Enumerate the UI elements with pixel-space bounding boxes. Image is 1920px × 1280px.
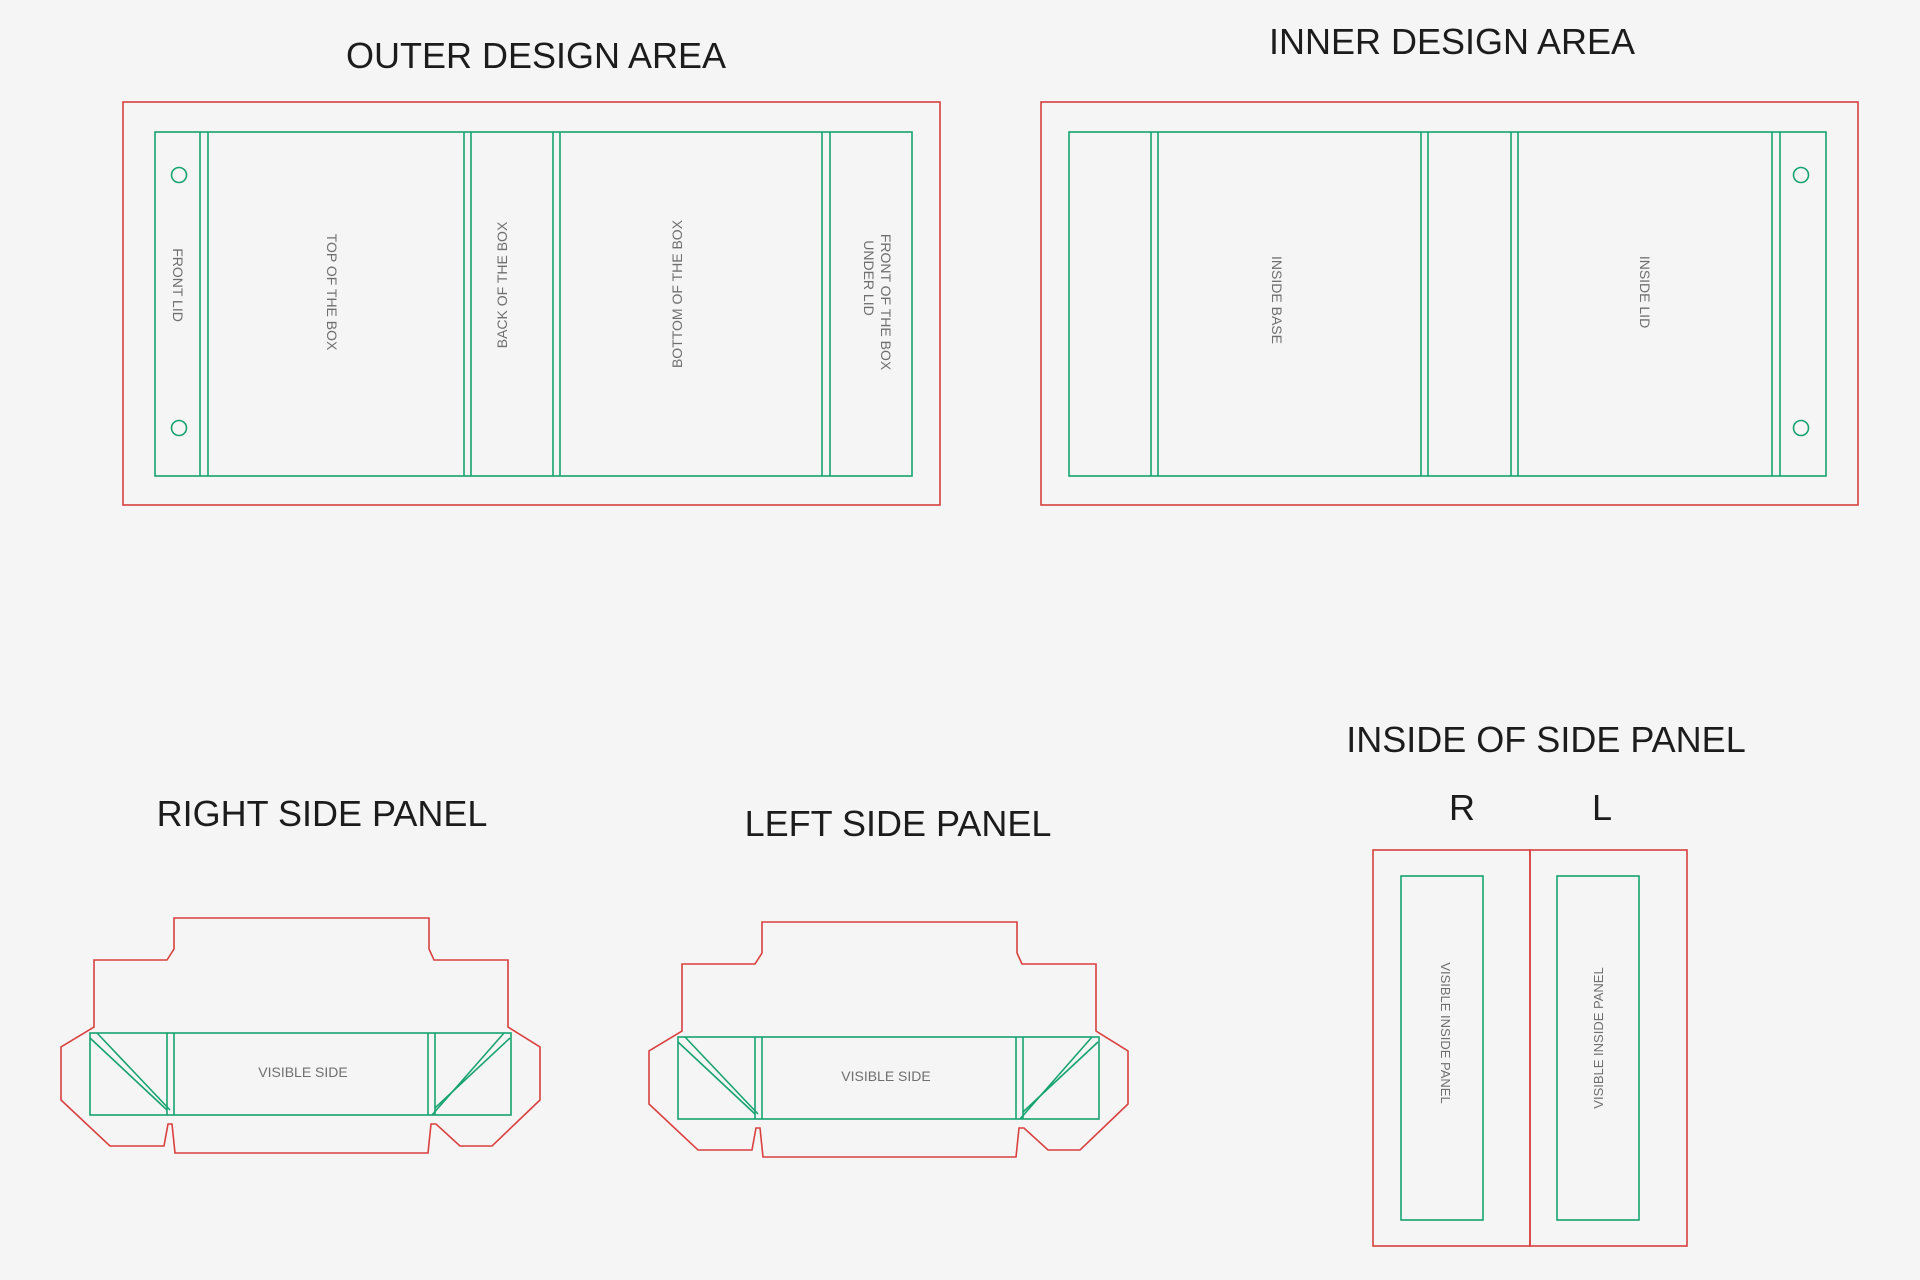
inside-l-cut-boundary [1529,849,1688,1247]
right-side-panel-title: RIGHT SIDE PANEL [156,793,488,834]
inner-design-area: INSIDE BASE INSIDE LID [1040,101,1859,506]
inner-design-area-title: INNER DESIGN AREA [1268,21,1636,62]
inside-l-fold-rect [1556,875,1640,1221]
front-lid-label: FRONT LID [170,248,186,322]
right-visible-side-label: VISIBLE SIDE [258,1064,347,1080]
top-of-box-label: TOP OF THE BOX [324,234,340,351]
front-under-lid-label-line2: UNDER LID [861,240,877,315]
magnet-hole-icon [1792,419,1810,437]
inside-panel-r-marker: R [1449,787,1475,828]
left-side-corner-fold [684,1036,759,1115]
inside-r-visible-panel-label: VISIBLE INSIDE PANEL [1438,962,1453,1103]
inside-of-side-panel-title: INSIDE OF SIDE PANEL [1346,719,1746,760]
right-side-corner-fold [89,1037,168,1111]
left-side-panel-title: LEFT SIDE PANEL [744,803,1052,844]
front-under-lid-label-line1: FRONT OF THE BOX [878,234,894,371]
outer-cut-boundary [122,101,941,506]
right-side-corner-fold [431,1032,505,1116]
right-side-fold-rect [89,1032,512,1116]
inside-lid-label: INSIDE LID [1637,256,1653,328]
bottom-of-box-label: BOTTOM OF THE BOX [669,219,685,368]
inside-of-side-panel: VISIBLE INSIDE PANEL VISIBLE INSIDE PANE… [1372,849,1688,1247]
left-visible-side-label: VISIBLE SIDE [841,1068,930,1084]
left-side-corner-fold [1019,1036,1093,1120]
left-side-cut-outline [648,921,1129,1158]
left-side-corner-fold [677,1041,756,1115]
inside-l-visible-panel-label: VISIBLE INSIDE PANEL [1591,967,1606,1108]
magnet-hole-icon [1792,166,1810,184]
left-side-panel: VISIBLE SIDE [648,921,1129,1158]
inner-cut-boundary [1040,101,1859,506]
left-side-fold-rect [677,1036,1100,1120]
outer-fold-boundary [154,131,913,477]
right-side-cut-outline [60,917,541,1154]
inside-r-fold-rect [1400,875,1484,1221]
right-side-corner-fold [96,1032,171,1111]
magnet-hole-icon [170,166,188,184]
back-of-box-label: BACK OF THE BOX [494,221,510,348]
inside-panel-l-marker: L [1591,787,1613,828]
inner-fold-boundary [1068,131,1827,477]
right-side-panel: VISIBLE SIDE [60,917,541,1154]
magnet-hole-icon [170,419,188,437]
left-side-corner-fold [1022,1041,1099,1113]
outer-design-area-title: OUTER DESIGN AREA [345,35,727,76]
outer-design-area: FRONT LID TOP OF THE BOX BACK OF THE BOX… [122,101,941,506]
right-side-corner-fold [434,1037,511,1109]
inside-base-label: INSIDE BASE [1269,256,1285,344]
